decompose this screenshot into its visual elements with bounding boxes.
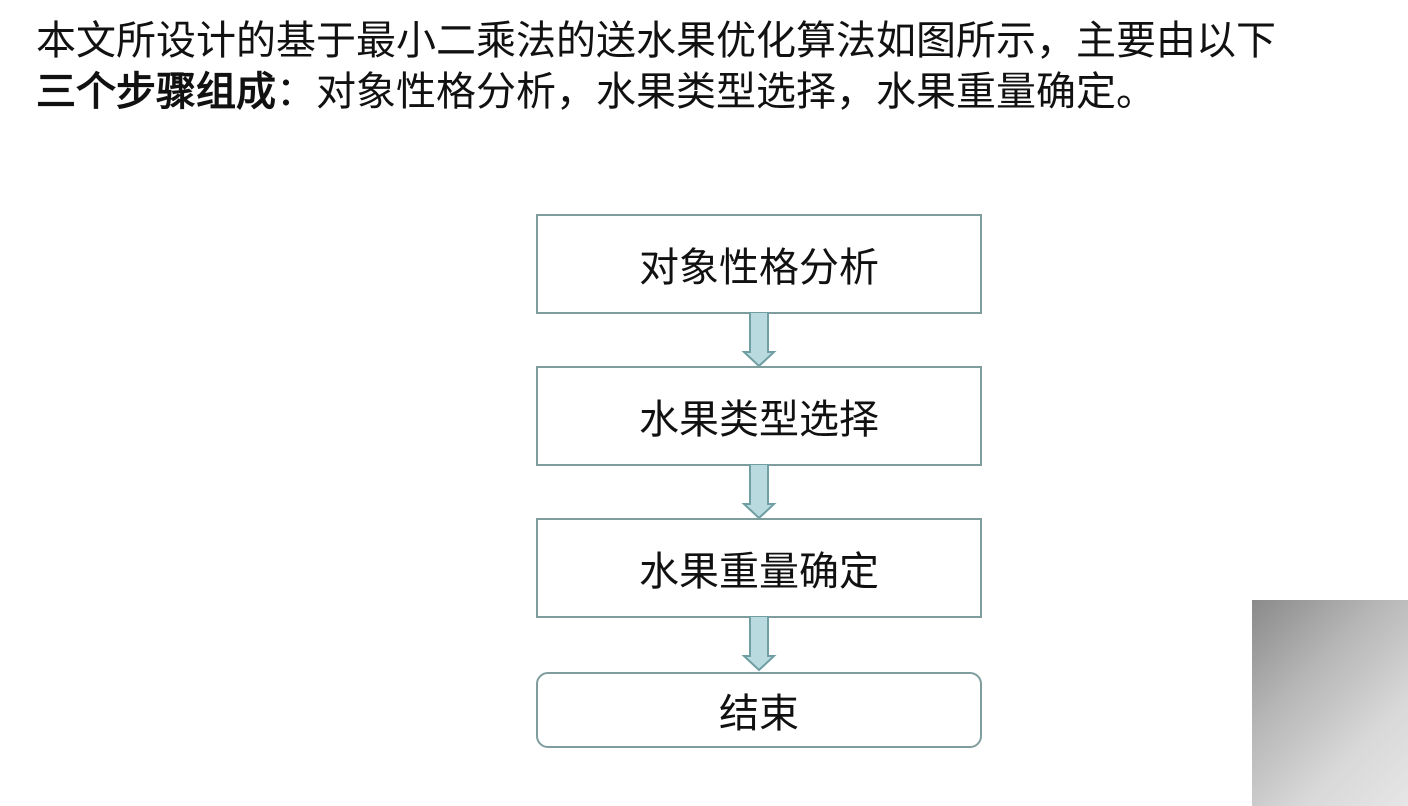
step-label: 对象性格分析 — [639, 245, 879, 291]
down-arrow-icon — [729, 312, 789, 368]
step-object-personality-analysis: 对象性格分析 — [536, 214, 982, 314]
step-label: 水果类型选择 — [639, 397, 879, 443]
down-arrow-icon — [729, 464, 789, 520]
down-arrow-icon — [729, 616, 789, 672]
flowchart: 对象性格分析 水果类型选择 水果重量确定 结束 — [536, 214, 982, 752]
step-label: 结束 — [719, 691, 799, 737]
intro-line-1: 本文所设计的基于最小二乘法的送水果优化算法如图所示，主要由以下 — [36, 18, 1276, 64]
intro-line-2-rest: ：对象性格分析，水果类型选择，水果重量确定。 — [276, 69, 1156, 115]
step-label: 水果重量确定 — [639, 549, 879, 595]
step-fruit-type-selection: 水果类型选择 — [536, 366, 982, 466]
intro-line-2: 三个步骤组成：对象性格分析，水果类型选择，水果重量确定。 — [36, 67, 1408, 118]
step-fruit-weight-determination: 水果重量确定 — [536, 518, 982, 618]
step-end: 结束 — [536, 672, 982, 748]
intro-text: 本文所设计的基于最小二乘法的送水果优化算法如图所示，主要由以下 三个步骤组成：对… — [36, 16, 1408, 118]
video-overlay-thumbnail — [1252, 600, 1408, 806]
intro-bold-phrase: 三个步骤组成 — [36, 69, 276, 115]
